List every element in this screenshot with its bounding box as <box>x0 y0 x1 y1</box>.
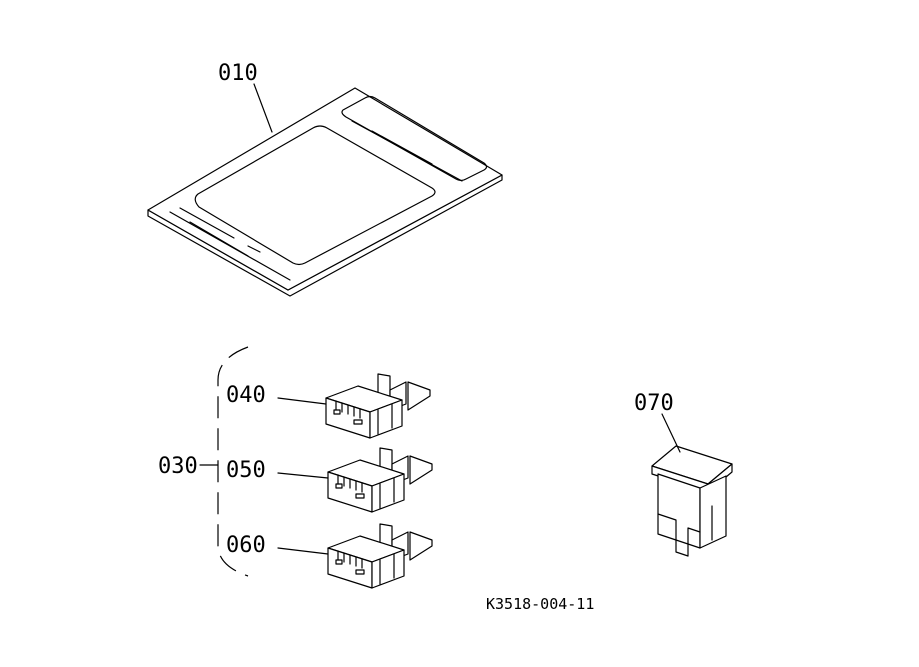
blade-fuse-040 <box>325 373 431 439</box>
fuse-060-callout: 060 <box>226 533 266 558</box>
fuse-040-callout: 040 <box>226 383 266 408</box>
manual-booklet <box>147 83 503 297</box>
drawing-code: K3518-004-11 <box>486 595 594 613</box>
blade-fuse-060 <box>327 523 433 589</box>
fuse-060-leader <box>277 547 329 555</box>
manual-callout: 010 <box>218 61 258 86</box>
fusible-link-callout: 070 <box>634 391 674 416</box>
fusible-link-070 <box>651 413 733 557</box>
manual-leader-line <box>253 83 273 133</box>
fusible-link-leader <box>661 413 681 453</box>
fuse-040-leader <box>277 397 327 405</box>
fuse-050-leader <box>277 472 329 479</box>
fuse-set-bracket <box>199 346 249 577</box>
blade-fuse-050 <box>327 447 433 513</box>
fuse-050-callout: 050 <box>226 458 266 483</box>
fuse-set-callout: 030 <box>158 454 198 479</box>
